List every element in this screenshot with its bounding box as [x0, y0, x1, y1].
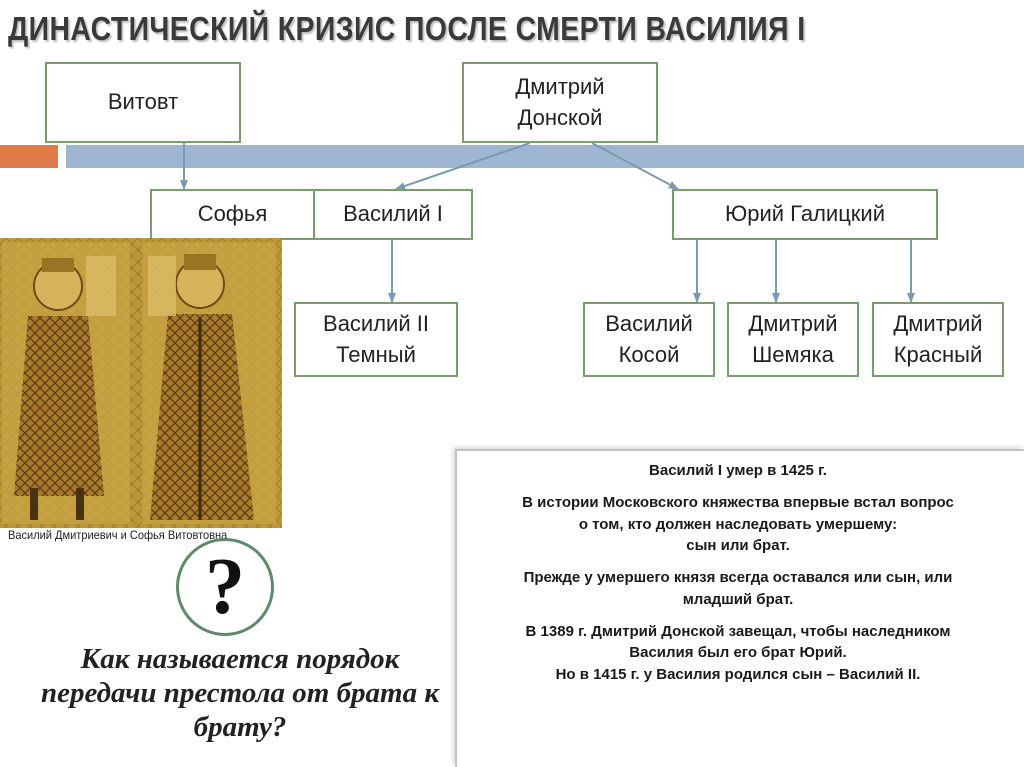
info-text: Василий I умер в 1425 г. В истории Моско… — [462, 460, 1014, 696]
box-dmitry-shemyaka: Дмитрий Шемяка — [727, 302, 859, 377]
box-sofya: Софья — [150, 189, 315, 240]
box-vasily-2: Василий II Темный — [294, 302, 458, 377]
accent-bar-orange — [0, 145, 58, 168]
box-vitovt: Витовт — [45, 62, 241, 143]
box-dmitry-krasny: Дмитрий Красный — [872, 302, 1004, 377]
box-vasily-1: Василий I — [313, 189, 473, 240]
portrait-image — [0, 238, 282, 528]
box-vasily-kosoy: Василий Косой — [583, 302, 715, 377]
portrait-caption: Василий Дмитриевич и Софья Витовтовна — [8, 528, 228, 542]
info-paragraph-3: Прежде у умершего князя всегда оставался… — [523, 569, 953, 608]
box-dmitry-donskoy: Дмитрий Донской — [462, 62, 658, 143]
info-paragraph-4: В 1389 г. Дмитрий Донской завещал, чтобы… — [525, 622, 951, 684]
info-panel — [455, 449, 1024, 767]
info-paragraph-1: Василий I умер в 1425 г. — [649, 462, 827, 479]
slide-title: ДИНАСТИЧЕСКИЙ КРИЗИС ПОСЛЕ СМЕРТИ ВАСИЛИ… — [8, 10, 806, 47]
info-paragraph-2: В истории Московского княжества впервые … — [522, 493, 954, 555]
question-circle — [176, 538, 274, 636]
question-mark-icon: ? — [205, 543, 245, 631]
accent-bar-blue — [66, 145, 1024, 168]
question-text: Как называется порядок передачи престола… — [40, 643, 440, 744]
box-yury-galitsky: Юрий Галицкий — [672, 189, 938, 240]
